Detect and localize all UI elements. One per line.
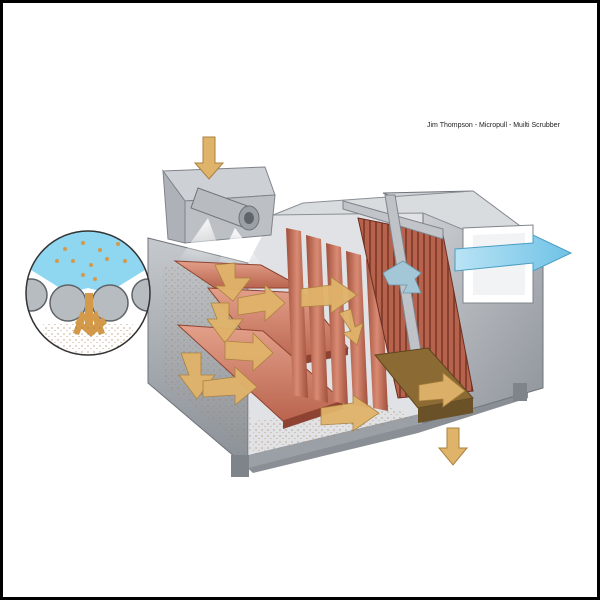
mist-eliminator [342, 194, 474, 399]
dust-inlet-arrow-icon [193, 136, 225, 180]
air-turn-arrow-icon [382, 260, 422, 294]
clean-air-outlet-arrow-icon [454, 234, 573, 272]
vertical-baffles [286, 228, 388, 411]
sludge-outlet-arrow-icon [437, 427, 469, 466]
diagram-frame: Jim Thompson - Micropull - Muilti Scrubb… [3, 3, 597, 597]
scrubber-illustration [25, 136, 573, 477]
dust-flow-arrows [178, 262, 466, 432]
spray-header-pipe [190, 187, 260, 231]
droplet-impact-detail-icon [25, 230, 151, 356]
diagram-caption: Jim Thompson - Micropull - Muilti Scrubb… [427, 122, 560, 129]
